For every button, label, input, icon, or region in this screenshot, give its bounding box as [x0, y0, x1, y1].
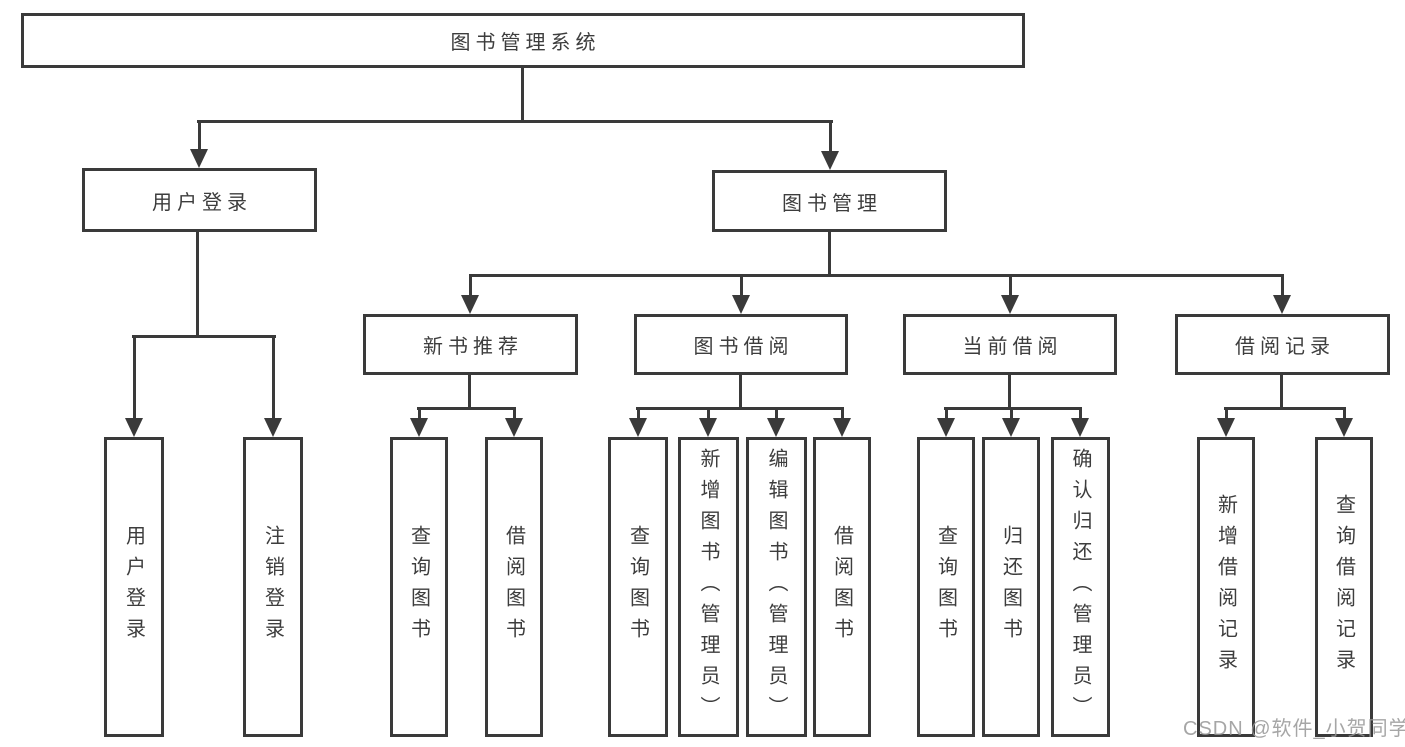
- arrow-down-icon: [732, 274, 750, 314]
- arrow-down-icon: [1217, 407, 1235, 437]
- node-current-borrow: 当前借阅: [903, 314, 1117, 375]
- node-br-query-record: 查询借阅记录: [1315, 437, 1373, 737]
- connector-line: [132, 335, 276, 338]
- watermark: CSDN @软件_小贺同学: [1183, 718, 1405, 740]
- connector-line: [468, 375, 471, 410]
- arrow-down-icon: [264, 335, 282, 437]
- arrow-down-icon: [1001, 274, 1019, 314]
- node-logout: 注销登录: [243, 437, 303, 737]
- node-bb-query-books: 查询图书: [608, 437, 668, 737]
- connector-line: [1008, 375, 1011, 410]
- arrow-down-icon: [1002, 407, 1020, 437]
- arrow-down-icon: [1071, 407, 1089, 437]
- node-cb-query-books: 查询图书: [917, 437, 975, 737]
- node-bb-add-books-admin: 新增图书（管理员）: [678, 437, 739, 737]
- node-borrow-records: 借阅记录: [1175, 314, 1390, 375]
- node-cb-confirm-return-admin: 确认归还（管理员）: [1051, 437, 1110, 737]
- node-user-login: 用户登录: [82, 168, 317, 232]
- connector-line: [828, 232, 831, 277]
- connector-line: [521, 68, 524, 123]
- arrow-down-icon: [1273, 274, 1291, 314]
- connector-line: [739, 375, 742, 410]
- connector-line: [197, 120, 833, 123]
- arrow-down-icon: [767, 407, 785, 437]
- arrow-down-icon: [1335, 407, 1353, 437]
- arrow-down-icon: [410, 407, 428, 437]
- connector-line: [944, 407, 1082, 410]
- connector-line: [1280, 375, 1283, 410]
- node-book-mgmt: 图书管理: [712, 170, 947, 232]
- connector-line: [1224, 407, 1346, 410]
- arrow-down-icon: [821, 120, 839, 170]
- connector-line: [417, 407, 516, 410]
- connector-line: [196, 232, 199, 338]
- node-book-borrow: 图书借阅: [634, 314, 848, 375]
- node-bb-borrow-books: 借阅图书: [813, 437, 871, 737]
- arrow-down-icon: [125, 335, 143, 437]
- node-nb-query-books: 查询图书: [390, 437, 448, 737]
- arrow-down-icon: [505, 407, 523, 437]
- arrow-down-icon: [190, 120, 208, 168]
- arrow-down-icon: [629, 407, 647, 437]
- connector-line: [636, 407, 844, 410]
- node-cb-return-books: 归还图书: [982, 437, 1040, 737]
- node-bb-edit-books-admin: 编辑图书（管理员）: [746, 437, 807, 737]
- connector-line: [469, 274, 1283, 277]
- arrow-down-icon: [833, 407, 851, 437]
- arrow-down-icon: [461, 274, 479, 314]
- node-new-books: 新书推荐: [363, 314, 578, 375]
- arrow-down-icon: [699, 407, 717, 437]
- node-nb-borrow-books: 借阅图书: [485, 437, 543, 737]
- arrow-down-icon: [937, 407, 955, 437]
- node-br-add-record: 新增借阅记录: [1197, 437, 1255, 737]
- node-root: 图书管理系统: [21, 13, 1025, 68]
- node-login: 用户登录: [104, 437, 164, 737]
